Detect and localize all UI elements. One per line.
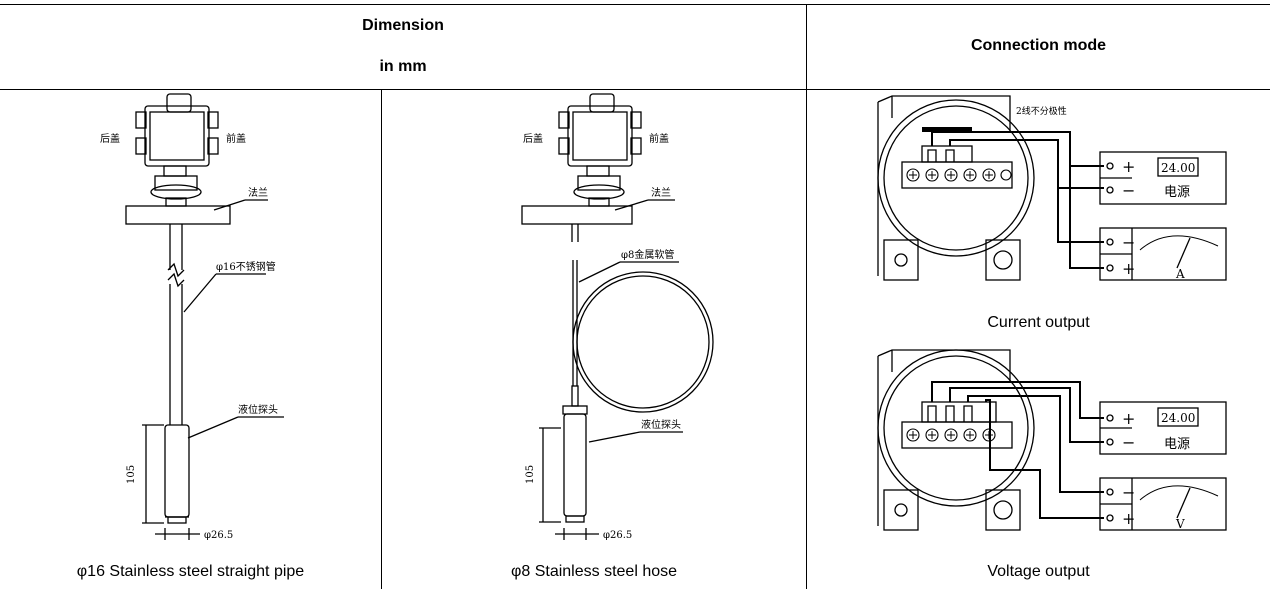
hose-rear-cover-label: 后盖 bbox=[523, 132, 543, 145]
subcolumn-divider bbox=[381, 89, 382, 589]
hose-drawing: 后盖 前盖 法兰 φ8金属软管 液位探头 105 φ26.5 bbox=[521, 93, 714, 541]
current-power-label: 电源 bbox=[1164, 185, 1190, 200]
current-plus-power: + bbox=[1122, 157, 1135, 176]
voltage-power-label: 电源 bbox=[1164, 437, 1190, 452]
hose-probe-label: 液位探头 bbox=[641, 418, 681, 431]
current-output-wiring-diagram: 2线不分极性 + − 24.00 电源 − + A bbox=[877, 95, 1227, 281]
hose-length-label: 105 bbox=[525, 465, 536, 484]
voltage-plus-power: + bbox=[1122, 409, 1135, 428]
hose-caption: φ8 Stainless steel hose bbox=[510, 563, 678, 580]
flange-label: 法兰 bbox=[248, 186, 268, 199]
voltage-minus-power: − bbox=[1122, 433, 1135, 452]
ammeter-unit: A bbox=[1175, 267, 1185, 281]
dimension-unit-header: in mm bbox=[379, 58, 427, 75]
rear-cover-label: 后盖 bbox=[100, 132, 120, 145]
voltmeter-unit: V bbox=[1175, 517, 1185, 531]
polarity-note: 2线不分极性 bbox=[1016, 105, 1067, 117]
current-output-caption: Current output bbox=[987, 314, 1090, 331]
hose-label: φ8金属软管 bbox=[621, 248, 674, 261]
voltage-plus-meter: + bbox=[1122, 509, 1135, 528]
straight-pipe-caption: φ16 Stainless steel straight pipe bbox=[76, 563, 305, 580]
column-divider bbox=[806, 4, 807, 589]
current-plus-meter: + bbox=[1122, 259, 1135, 278]
voltage-minus-meter: − bbox=[1122, 483, 1135, 502]
voltage-output-caption: Voltage output bbox=[987, 563, 1090, 580]
current-minus-meter: − bbox=[1122, 233, 1135, 252]
hose-diameter-label: φ26.5 bbox=[603, 530, 632, 541]
pipe-label: φ16不锈钢管 bbox=[216, 260, 276, 273]
front-cover-label: 前盖 bbox=[226, 132, 246, 145]
hose-flange-label: 法兰 bbox=[651, 186, 671, 199]
header-bottom-border bbox=[0, 89, 1270, 90]
current-power-display: 24.00 bbox=[1161, 161, 1195, 175]
straight-pipe-drawing: 后盖 前盖 法兰 φ16不锈钢管 液位探头 105 φ26.5 bbox=[100, 93, 284, 541]
connection-mode-header: Connection mode bbox=[970, 37, 1107, 54]
voltage-output-wiring-diagram: + − 24.00 电源 − + V bbox=[877, 349, 1227, 531]
diameter-label: φ26.5 bbox=[204, 530, 233, 541]
probe-label: 液位探头 bbox=[238, 403, 278, 416]
table-top-border bbox=[0, 4, 1270, 5]
hose-front-cover-label: 前盖 bbox=[649, 132, 669, 145]
length-label: 105 bbox=[126, 465, 137, 484]
voltage-power-display: 24.00 bbox=[1161, 411, 1195, 425]
current-minus-power: − bbox=[1122, 181, 1135, 200]
dimension-header: Dimension bbox=[362, 17, 444, 34]
